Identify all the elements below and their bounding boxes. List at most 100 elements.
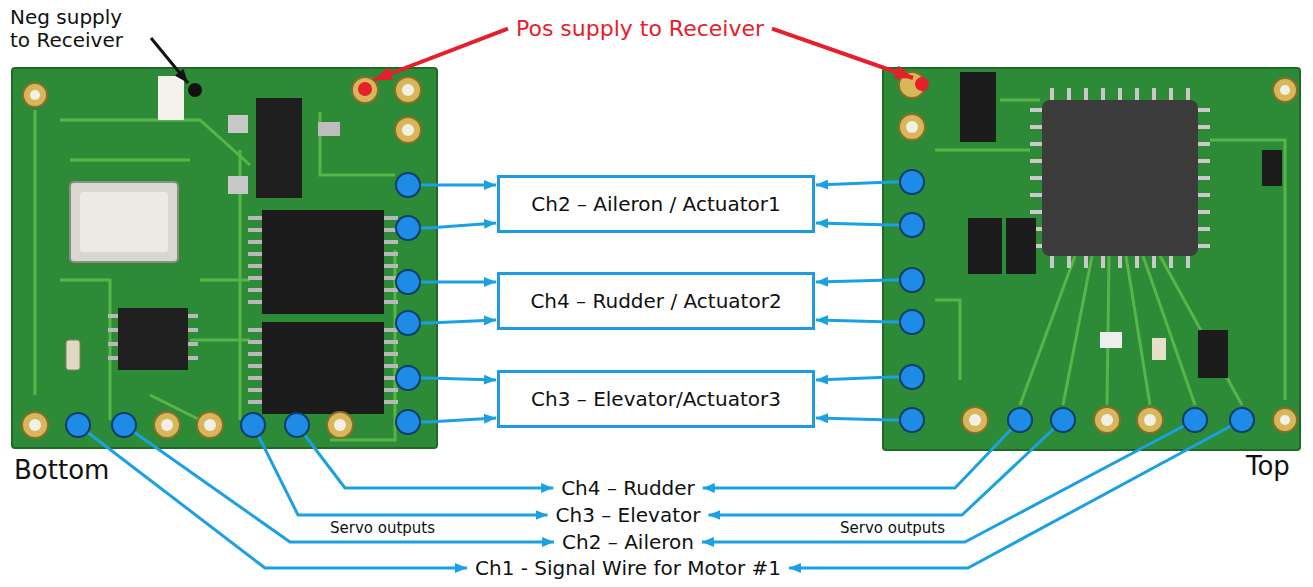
pad bbox=[1273, 408, 1297, 432]
channel-label: Ch1 - Signal Wire for Motor #1 bbox=[473, 557, 783, 580]
channel-label: Ch2 – Aileron bbox=[560, 531, 696, 554]
leader-line bbox=[408, 378, 496, 380]
pin-marker bbox=[241, 413, 265, 437]
leader-line bbox=[703, 420, 1020, 488]
smd-part bbox=[968, 218, 1002, 274]
smd-part bbox=[960, 72, 996, 142]
leader-line bbox=[151, 38, 188, 83]
group-note: Servo outputs bbox=[328, 520, 437, 537]
crystal bbox=[70, 182, 178, 262]
box-label: Ch4 – Rudder / Actuator2 bbox=[530, 289, 781, 313]
pad bbox=[197, 412, 223, 438]
smd-part bbox=[1152, 338, 1166, 360]
qfp-pins bbox=[1030, 88, 1210, 268]
ic-chip bbox=[262, 322, 384, 414]
pad-hole bbox=[204, 419, 216, 431]
solder-pad bbox=[158, 76, 184, 120]
pin-marker bbox=[66, 413, 90, 437]
pad-hole bbox=[1101, 414, 1113, 426]
pad bbox=[395, 117, 421, 143]
bottom-board bbox=[12, 68, 437, 448]
pad bbox=[22, 412, 48, 438]
leader-line bbox=[816, 418, 912, 420]
pos-supply-dot bbox=[915, 77, 929, 91]
leader-line bbox=[816, 377, 912, 380]
pad bbox=[154, 412, 180, 438]
pin-marker bbox=[285, 413, 309, 437]
pad bbox=[1094, 407, 1120, 433]
microcontroller bbox=[1042, 100, 1198, 256]
pcb bbox=[883, 68, 1300, 450]
pad bbox=[395, 77, 421, 103]
regulator bbox=[256, 98, 302, 198]
smd-pad bbox=[228, 115, 248, 133]
leader-line bbox=[816, 182, 912, 185]
pin-marker bbox=[396, 410, 420, 434]
pad bbox=[327, 412, 353, 438]
pad-hole bbox=[29, 419, 41, 431]
pad-hole bbox=[161, 419, 173, 431]
pad-hole bbox=[969, 414, 981, 426]
channel-box: Ch3 – Elevator/Actuator3 bbox=[497, 370, 815, 428]
pin-marker bbox=[1051, 408, 1075, 432]
pin-marker bbox=[396, 216, 420, 240]
pin-marker bbox=[900, 365, 924, 389]
box-label: Ch3 – Elevator/Actuator3 bbox=[531, 387, 781, 411]
pin-marker bbox=[112, 413, 136, 437]
pad-hole bbox=[1280, 415, 1290, 425]
channel-box: Ch2 – Aileron / Actuator1 bbox=[497, 175, 815, 233]
leader-line bbox=[408, 320, 496, 323]
leader-line bbox=[297, 425, 553, 488]
top-board bbox=[883, 68, 1300, 450]
pad bbox=[352, 77, 378, 103]
smd-part bbox=[1262, 150, 1282, 186]
supply-note: Pos supply to Receiver bbox=[514, 16, 766, 41]
view-label: Bottom bbox=[12, 456, 111, 486]
view-label: Top bbox=[1244, 452, 1292, 482]
ic-chip bbox=[262, 210, 384, 314]
pcb bbox=[12, 68, 437, 448]
pad-hole bbox=[334, 419, 346, 431]
leader-line bbox=[708, 420, 1063, 515]
pad-hole bbox=[1144, 414, 1156, 426]
pcb-traces bbox=[935, 100, 1285, 405]
crystal-top bbox=[80, 192, 168, 252]
pin-marker bbox=[396, 270, 420, 294]
pin-marker bbox=[900, 213, 924, 237]
leader-line bbox=[816, 280, 912, 282]
pin-marker bbox=[900, 268, 924, 292]
pad-hole bbox=[906, 121, 918, 133]
leader-line bbox=[374, 29, 508, 80]
pin-marker bbox=[1230, 408, 1254, 432]
pad-hole bbox=[402, 84, 414, 96]
smd-part bbox=[1100, 332, 1122, 348]
leader-line bbox=[408, 184, 496, 187]
leader-line bbox=[789, 420, 1242, 568]
pin-marker bbox=[1008, 408, 1032, 432]
pin-marker bbox=[396, 311, 420, 335]
pad-hole bbox=[1280, 85, 1290, 95]
channel-label: Ch4 – Rudder bbox=[559, 477, 697, 500]
leader-line bbox=[408, 418, 496, 422]
capacitor bbox=[66, 340, 80, 370]
pin-marker bbox=[900, 408, 924, 432]
leader-line bbox=[78, 425, 467, 568]
pad-hole bbox=[30, 90, 40, 100]
smd-part bbox=[1198, 330, 1228, 378]
leader-line bbox=[408, 223, 496, 228]
leader-lines bbox=[78, 29, 1242, 568]
smd-pad bbox=[228, 176, 248, 194]
ic-chip bbox=[118, 308, 188, 370]
leader-line bbox=[816, 320, 912, 322]
leader-line bbox=[772, 29, 913, 78]
smd-part bbox=[318, 122, 340, 136]
leader-line bbox=[816, 223, 912, 225]
pin-marker bbox=[396, 173, 420, 197]
smd-part bbox=[1006, 218, 1036, 274]
box-label: Ch2 – Aileron / Actuator1 bbox=[531, 192, 780, 216]
leader-line bbox=[702, 420, 1195, 542]
pin-marker bbox=[900, 170, 924, 194]
pad bbox=[1137, 407, 1163, 433]
pad bbox=[899, 114, 925, 140]
